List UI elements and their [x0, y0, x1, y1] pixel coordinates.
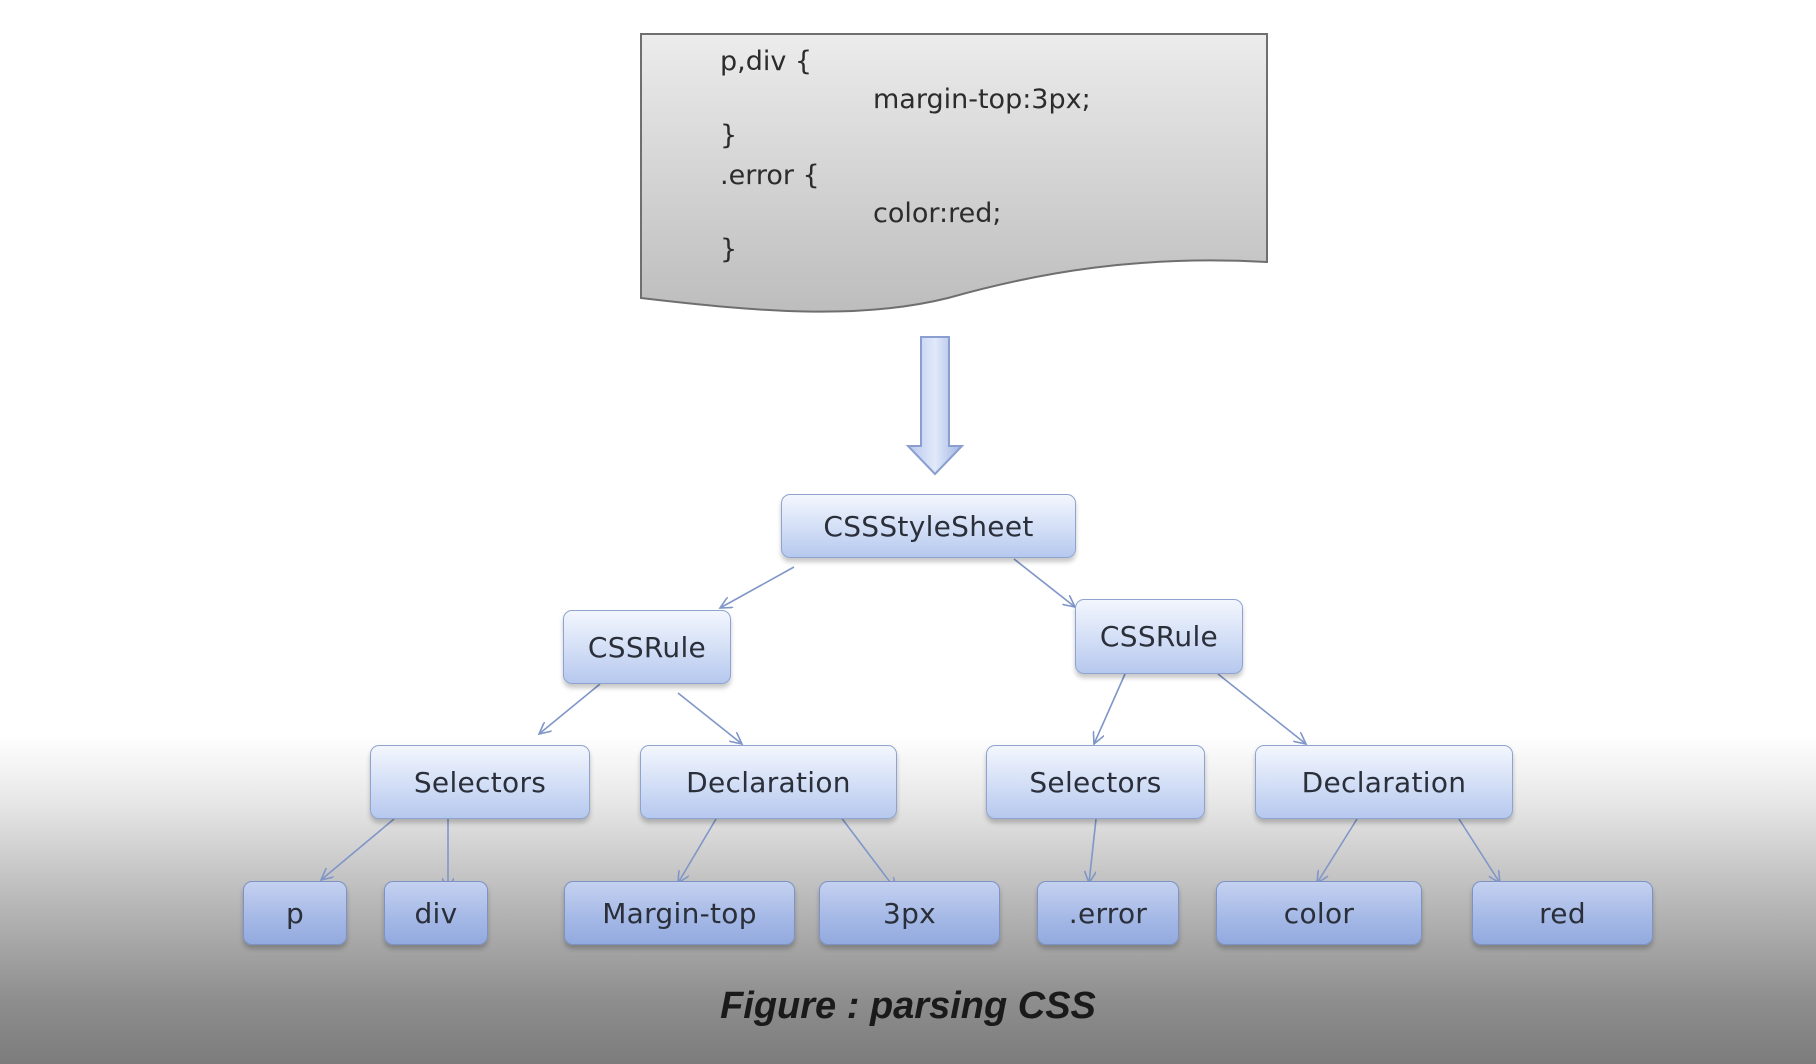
node-declaration-right: Declaration: [1255, 745, 1513, 819]
connector-declaration-3px: [833, 807, 896, 890]
node-cssrule-left: CSSRule: [563, 610, 731, 684]
code-line-1: p,div {: [720, 46, 813, 77]
leaf-3px: 3px: [819, 881, 1000, 945]
connector-declaration-margin-top: [678, 818, 717, 883]
down-arrow-icon: [905, 336, 965, 476]
node-declaration-left: Declaration: [640, 745, 897, 819]
code-line-2: margin-top:3px;: [873, 84, 1091, 115]
leaf-p: p: [243, 881, 347, 945]
leaf-red: red: [1472, 881, 1653, 945]
leaf-error: .error: [1037, 881, 1179, 945]
connector-rule-right-selectors: [1094, 673, 1126, 744]
figure-caption: Figure : parsing CSS: [720, 985, 1096, 1027]
node-selectors-right: Selectors: [986, 745, 1205, 819]
node-selectors-left: Selectors: [370, 745, 590, 819]
connector-declaration-color: [1317, 818, 1358, 883]
leaf-color: color: [1216, 881, 1422, 945]
connector-rule-right-declaration: [1217, 673, 1306, 744]
code-line-4: .error {: [720, 160, 820, 191]
connector-declaration-red: [1458, 818, 1500, 883]
node-cssstylesheet: CSSStyleSheet: [781, 494, 1076, 558]
code-line-3: }: [720, 120, 738, 151]
leaf-div: div: [384, 881, 488, 945]
code-line-6: }: [720, 234, 738, 265]
connector-root-rule-right: [1013, 558, 1075, 607]
leaf-margin-top: Margin-top: [564, 881, 795, 945]
connector-selectors-p: [321, 818, 395, 880]
connector-selectors-error: [1089, 818, 1097, 883]
connector-rule-left-declaration: [677, 692, 742, 744]
connector-root-rule-left: [720, 566, 795, 608]
code-line-5: color:red;: [873, 198, 1002, 229]
document-shape: [640, 33, 1268, 313]
node-cssrule-right: CSSRule: [1075, 599, 1243, 674]
connector-rule-left-selectors: [539, 683, 601, 734]
